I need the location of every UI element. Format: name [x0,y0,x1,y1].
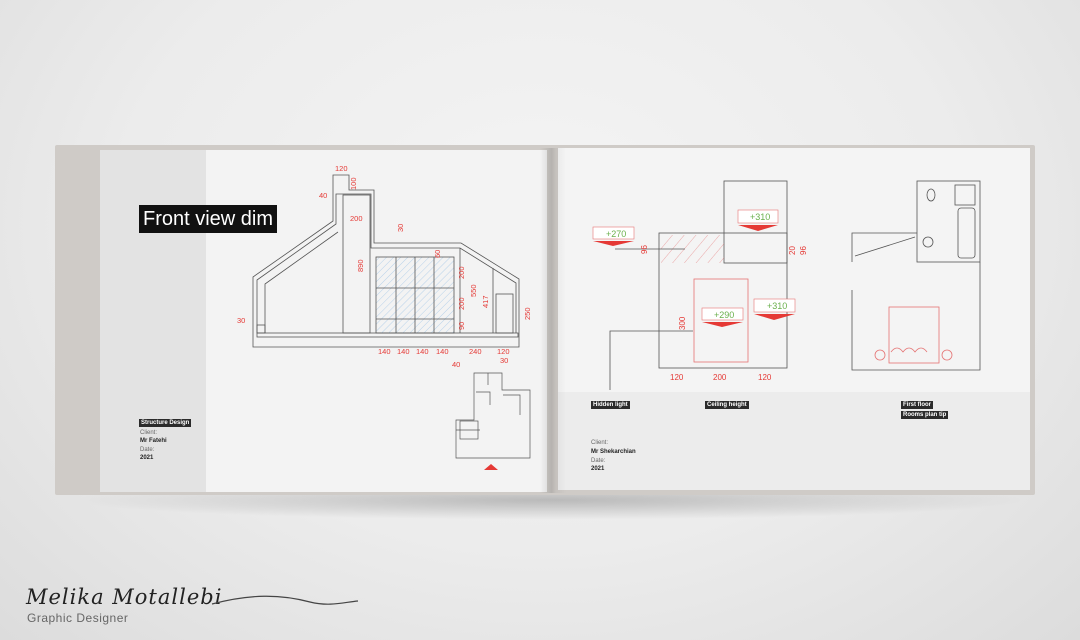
floor-slab [256,332,519,338]
signature-swash [211,595,359,605]
shower-icon [954,184,976,206]
svg-text:+310: +310 [750,212,770,222]
svg-text:120: 120 [335,164,348,173]
outer-wall [252,174,520,348]
front-view-dimensions: 120 40 100 200 30 890 60 200 200 550 417… [237,164,532,369]
svg-text:30: 30 [396,224,405,232]
sink-icon [922,236,934,248]
north-arrow-icon [484,464,498,470]
svg-text:40: 40 [452,360,460,369]
svg-text:30: 30 [237,316,245,325]
door [495,293,514,334]
svg-text:240: 240 [469,347,482,356]
svg-text:+310: +310 [767,301,787,311]
level-markers: +270 +310 +290 +310 [592,209,796,327]
svg-text:140: 140 [436,347,449,356]
page-title: Front view dim [139,205,278,233]
svg-text:96: 96 [799,246,808,255]
svg-text:140: 140 [397,347,410,356]
bathtub-icon [957,207,976,259]
svg-text:20: 20 [788,246,797,255]
rooms-plan [851,180,981,371]
svg-text:120: 120 [758,373,772,382]
date-value: 2021 [140,455,154,461]
svg-text:120: 120 [670,373,684,382]
svg-text:300: 300 [678,316,687,330]
rooms-plan-tip-tag: Rooms plan tip [901,411,949,419]
svg-text:200: 200 [457,297,466,310]
date-value: 2021 [591,466,605,472]
designer-signature: Melika Motallebi [26,585,223,609]
svg-text:90: 90 [457,322,466,330]
svg-text:40: 40 [319,191,327,200]
nightstand-icon [874,349,886,361]
hidden-light-tag: Hidden light [591,401,630,409]
structure-design-tag: Structure Design [139,419,192,427]
ceiling-height-tag: Ceiling height [705,401,749,409]
svg-text:+290: +290 [714,310,734,320]
svg-text:+270: +270 [606,229,626,239]
toilet-icon [926,188,936,202]
nightstand-icon [941,349,953,361]
svg-text:140: 140 [416,347,429,356]
date-label: Date: [591,458,606,464]
ceiling-plan [609,180,788,390]
svg-text:417: 417 [481,295,490,308]
front-view-elevation [252,174,520,348]
right-page-band [558,392,1030,490]
svg-text:250: 250 [523,307,532,320]
mini-floor-plan [455,372,531,459]
svg-text:890: 890 [356,259,365,272]
designer-role: Graphic Designer [27,611,129,625]
client-name: Mr Shekarchian [591,449,636,455]
first-floor-tag: First floor [901,401,933,409]
svg-text:550: 550 [469,284,478,297]
svg-text:100: 100 [349,177,358,190]
svg-text:120: 120 [497,347,510,356]
svg-text:200: 200 [713,373,727,382]
date-label: Date: [140,447,155,453]
inner-roof-line [256,193,517,333]
client-label: Client: [591,440,609,446]
svg-text:60: 60 [433,250,442,258]
svg-text:30: 30 [500,356,508,365]
client-name: Mr Fatehi [140,438,167,444]
client-label: Client: [140,430,158,436]
hidden-light-leader [609,330,693,390]
svg-text:140: 140 [378,347,391,356]
svg-text:200: 200 [350,214,363,223]
svg-text:200: 200 [457,266,466,279]
svg-text:96: 96 [640,245,649,254]
book-spine [540,148,566,493]
bed-icon [888,306,940,364]
column [342,194,371,334]
ceiling-dimensions: 96 20 96 300 120 200 120 [640,245,808,382]
